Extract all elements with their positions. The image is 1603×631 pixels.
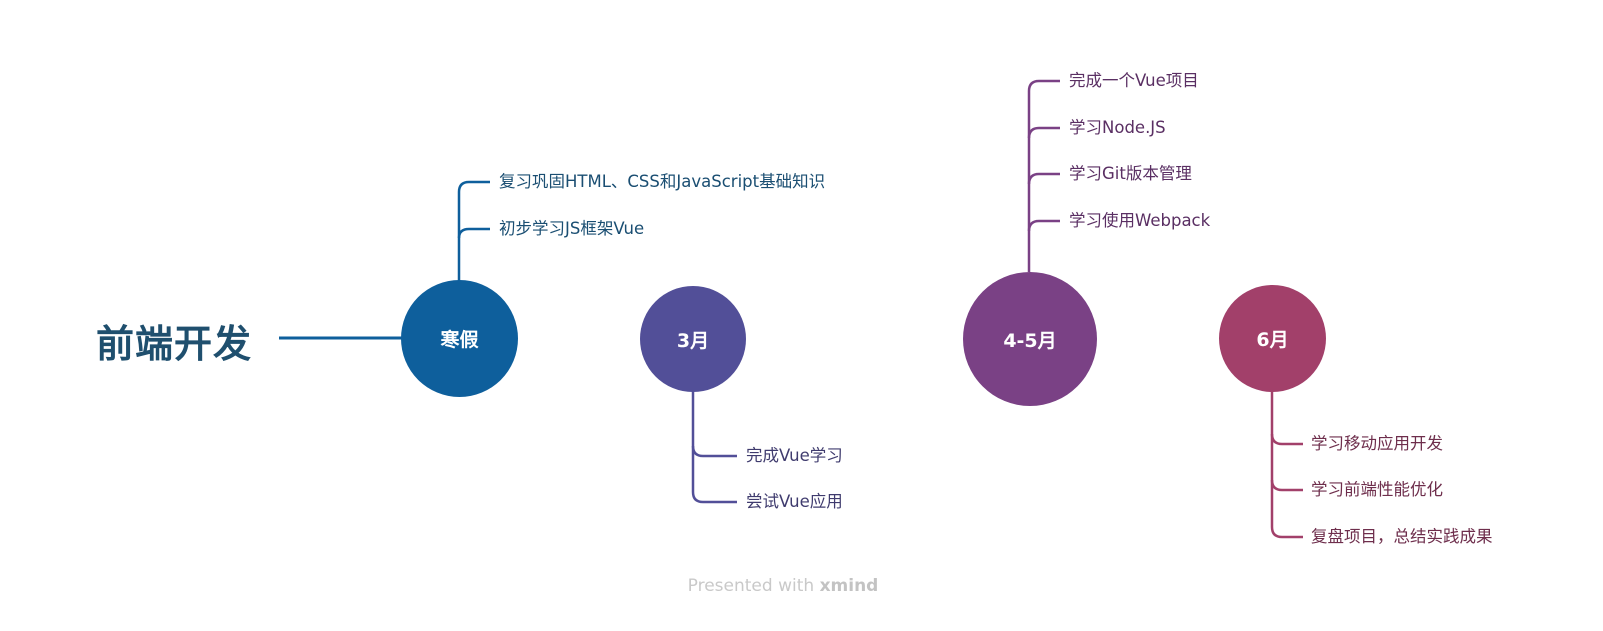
xmind-logo-text: xmind [819,576,879,596]
stage-node-label: 寒假 [440,329,479,351]
subtopic-item[interactable]: 学习移动应用开发 [1311,434,1443,453]
stage-node-march[interactable]: 3月 [640,286,746,392]
presented-with-footer: Presented with xmind [0,576,1566,596]
subtopic-item[interactable]: 尝试Vue应用 [746,492,843,511]
footer-prefix: Presented with [687,576,820,596]
stage-node-label: 3月 [676,329,710,352]
subtopic-item[interactable]: 复习巩固HTML、CSS和JavaScript基础知识 [499,172,826,191]
subtopic-item[interactable]: 学习Git版本管理 [1069,164,1192,183]
branch-stage-1 [457,180,490,281]
subtopic-item[interactable]: 复盘项目，总结实践成果 [1311,527,1493,546]
stage-node-april-may[interactable]: 4-5月 [963,272,1097,406]
branch-stage-3 [1027,79,1060,272]
subtopic-item[interactable]: 学习使用Webpack [1069,211,1211,230]
stage-node-label: 6月 [1256,329,1289,351]
subtopic-item[interactable]: 完成一个Vue项目 [1069,71,1199,90]
subtopic-item[interactable]: 学习前端性能优化 [1311,480,1443,499]
branch-stage-4 [1270,391,1303,539]
stage-node-winter-break[interactable]: 寒假 [401,280,518,397]
subtopic-item[interactable]: 学习Node.JS [1069,118,1166,137]
branch-stage-2 [691,390,737,504]
stage-node-label: 4-5月 [1003,329,1057,352]
stage-node-june[interactable]: 6月 [1219,285,1326,392]
root-topic-title[interactable]: 前端开发 [96,322,253,366]
subtopic-item[interactable]: 初步学习JS框架Vue [499,219,645,238]
subtopic-item[interactable]: 完成Vue学习 [746,446,843,465]
